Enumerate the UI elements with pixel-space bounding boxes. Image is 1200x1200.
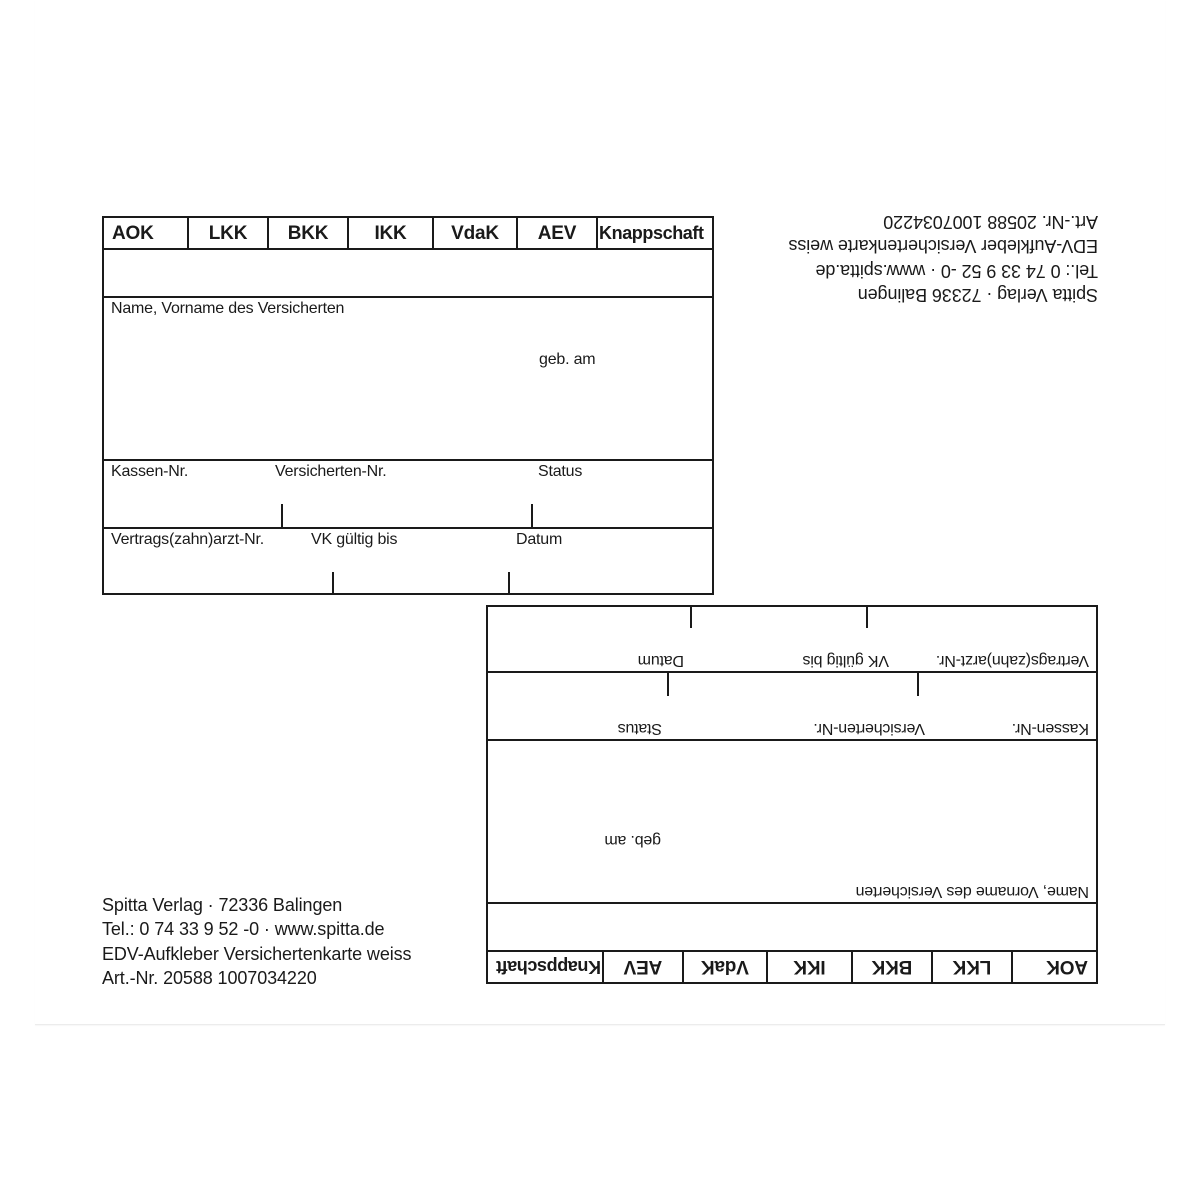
name-label: Name, Vorname des Versicherten (855, 883, 1089, 900)
insurer-header-row: AOK LKK BKK IKK VdaK AEV Knappschaft (488, 950, 1096, 982)
insurer-header-row: AOK LKK BKK IKK VdaK AEV Knappschaft (104, 218, 712, 250)
fund-number-label: Kassen-Nr. (1011, 720, 1089, 737)
insurer-checkbox-vdak[interactable]: VdaK (682, 952, 766, 982)
name-label: Name, Vorname des Versicherten (111, 300, 345, 317)
insurer-checkbox-ikk[interactable]: IKK (349, 218, 434, 248)
field-divider (281, 504, 283, 527)
insurer-checkbox-lkk[interactable]: LKK (931, 952, 1011, 982)
insurer-checkbox-bkk[interactable]: BKK (851, 952, 931, 982)
publisher-contact: Tel.: 0 74 33 9 52 -0 · www.spitta.de (102, 919, 385, 940)
insurer-checkbox-aev[interactable]: AEV (602, 952, 682, 982)
status-label: Status (538, 463, 583, 480)
birth-date-label: geb. am (539, 351, 596, 368)
doctor-number-label: Vertrags(zahn)arzt-Nr. (936, 652, 1089, 669)
field-divider (531, 504, 533, 527)
fund-number-label: Kassen-Nr. (111, 463, 189, 480)
article-number: Art.-Nr. 20588 1007034220 (883, 212, 1098, 233)
date-label: Datum (516, 531, 563, 548)
field-divider (866, 605, 868, 628)
insurer-checkbox-bkk[interactable]: BKK (269, 218, 349, 248)
insurance-label-form-rotated: AOK LKK BKK IKK VdaK AEV Knappschaft Nam… (486, 605, 1098, 984)
name-section[interactable]: Name, Vorname des Versicherten geb. am (104, 298, 712, 461)
paper-sheet (35, 0, 1165, 1025)
insured-number-label: Versicherten-Nr. (813, 720, 925, 737)
fund-number-row[interactable]: Kassen-Nr. Versicherten-Nr. Status (488, 671, 1096, 739)
insurer-checkbox-vdak[interactable]: VdaK (434, 218, 518, 248)
field-divider (508, 572, 510, 595)
publisher-address: Spitta Verlag · 72336 Balingen (102, 895, 343, 915)
doctor-number-label: Vertrags(zahn)arzt-Nr. (111, 531, 264, 548)
insurer-checkbox-aok[interactable]: AOK (1011, 952, 1096, 982)
insurance-label-form: AOK LKK BKK IKK VdaK AEV Knappschaft Nam… (102, 216, 714, 595)
name-section[interactable]: Name, Vorname des Versicherten geb. am (488, 739, 1096, 902)
insurer-checkbox-knappschaft[interactable]: Knappschaft (599, 223, 704, 243)
blank-field[interactable] (488, 902, 1096, 950)
publisher-address: Spitta Verlag · 72336 Balingen (857, 285, 1098, 305)
status-label: Status (617, 720, 662, 737)
card-valid-label: VK gültig bis (311, 531, 398, 548)
field-divider (332, 572, 334, 595)
publisher-info: Spitta Verlag · 72336 Balingen Tel.: 0 7… (102, 893, 442, 990)
insurer-checkbox-ikk[interactable]: IKK (766, 952, 851, 982)
product-name: EDV-Aufkleber Versichertenkarte weiss (102, 943, 412, 964)
insurer-checkbox-lkk[interactable]: LKK (189, 218, 269, 248)
insurer-checkbox-aok[interactable]: AOK (104, 218, 189, 248)
publisher-contact: Tel.: 0 74 33 9 52 -0 · www.spitta.de (815, 260, 1098, 281)
field-divider (667, 673, 669, 696)
fund-number-row[interactable]: Kassen-Nr. Versicherten-Nr. Status (104, 461, 712, 529)
insured-number-label: Versicherten-Nr. (275, 463, 387, 480)
field-divider (917, 673, 919, 696)
date-label: Datum (637, 652, 684, 669)
insurer-checkbox-knappschaft[interactable]: Knappschaft (496, 957, 601, 977)
publisher-info-rotated: Spitta Verlag · 72336 Balingen Tel.: 0 7… (758, 210, 1098, 307)
doctor-number-row[interactable]: Vertrags(zahn)arzt-Nr. VK gültig bis Dat… (104, 529, 712, 595)
article-number: Art.-Nr. 20588 1007034220 (102, 967, 317, 988)
blank-field[interactable] (104, 250, 712, 298)
product-name: EDV-Aufkleber Versichertenkarte weiss (788, 236, 1098, 257)
field-divider (690, 605, 692, 628)
doctor-number-row[interactable]: Vertrags(zahn)arzt-Nr. VK gültig bis Dat… (488, 605, 1096, 671)
birth-date-label: geb. am (604, 832, 661, 849)
insurer-checkbox-aev[interactable]: AEV (518, 218, 598, 248)
card-valid-label: VK gültig bis (802, 652, 889, 669)
